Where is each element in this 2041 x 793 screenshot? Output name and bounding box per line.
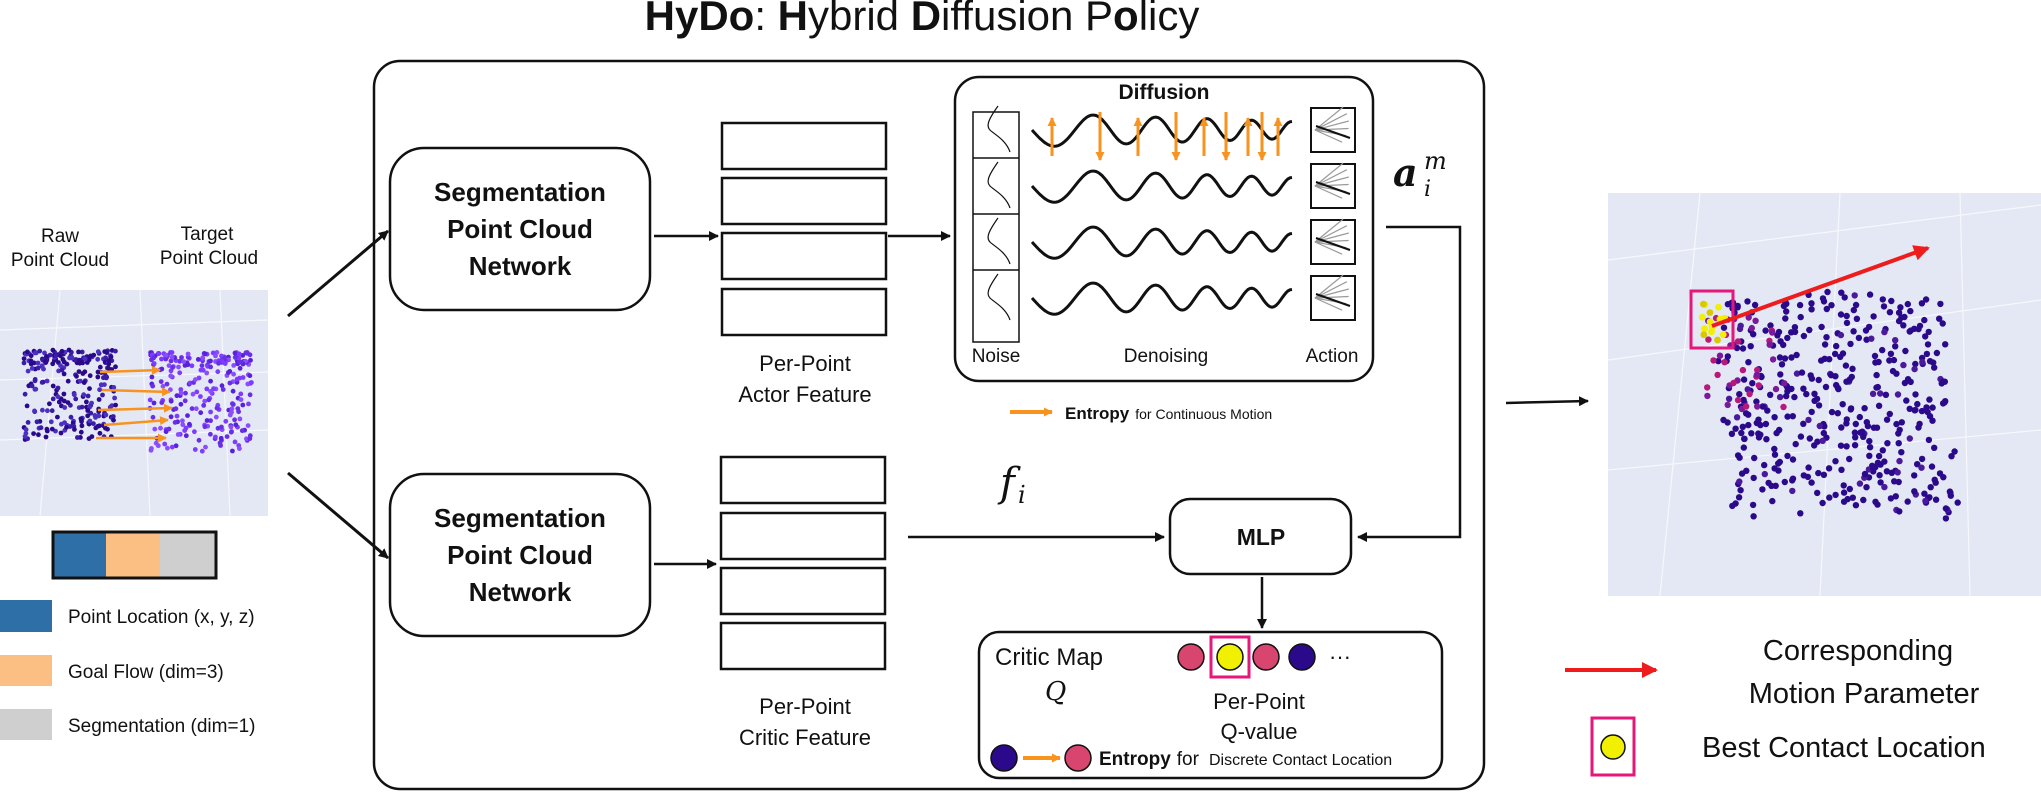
svg-text:i: i bbox=[1018, 481, 1026, 509]
svg-text:MLP: MLP bbox=[1237, 524, 1286, 550]
arrow-to-actor bbox=[287, 229, 389, 318]
legend-swatch-flow bbox=[0, 655, 52, 686]
input-feature-bar bbox=[51, 530, 218, 580]
input-legend: Point Location (x, y, z) Goal Flow (dim=… bbox=[0, 600, 255, 740]
q-dot-yellow bbox=[1216, 643, 1244, 671]
svg-text:i: i bbox=[1424, 177, 1431, 202]
actor-feature-label-1: Per-Point bbox=[759, 351, 851, 376]
raw-label-2: Point Cloud bbox=[11, 250, 109, 271]
raw-label-1: Raw bbox=[41, 226, 79, 247]
contact-box-swatch bbox=[1590, 716, 1636, 777]
svg-text:Network: Network bbox=[469, 251, 572, 281]
title-hydo: HyDo bbox=[645, 0, 755, 39]
arrow-action-to-mlp bbox=[1357, 225, 1462, 542]
action-label: Action bbox=[1306, 346, 1359, 367]
svg-text:···: ··· bbox=[1329, 644, 1351, 669]
actor-network-block: Segmentation Point Cloud Network bbox=[388, 146, 652, 312]
critic-network-block: Segmentation Point Cloud Network bbox=[388, 472, 652, 638]
svg-text:Corresponding: Corresponding bbox=[1763, 635, 1953, 667]
denoising-label: Denoising bbox=[1124, 346, 1209, 367]
diffusion-block: Diffusion Noise Denoising Action bbox=[953, 75, 1375, 383]
legend-swatch-segmentation bbox=[0, 709, 52, 740]
legend-location-label: Point Location (x, y, z) bbox=[68, 607, 255, 628]
svg-text:Motion Parameter: Motion Parameter bbox=[1749, 678, 1980, 710]
svg-text:Network: Network bbox=[469, 577, 572, 607]
mlp-block: MLP bbox=[1168, 497, 1353, 576]
svg-text:Per-Point: Per-Point bbox=[1213, 689, 1305, 714]
critic-feature-label-1: Per-Point bbox=[759, 694, 851, 719]
critic-feature-symbol: f i bbox=[997, 460, 1026, 509]
diffusion-title: Diffusion bbox=[1119, 81, 1210, 104]
critic-feature-stack bbox=[719, 455, 887, 671]
output-point-cloud-image bbox=[1607, 192, 2041, 597]
critic-map-block: Critic Map Q ··· Per-Point Q-value Entro… bbox=[977, 630, 1444, 780]
svg-text:Point Cloud: Point Cloud bbox=[447, 540, 593, 570]
diagram-title: HyDo: Hybrid Diffusion Policy bbox=[645, 0, 1200, 39]
q-symbol: Q bbox=[1045, 677, 1066, 707]
q-dot-purple bbox=[1288, 643, 1316, 671]
legend-flow-label: Goal Flow (dim=3) bbox=[68, 662, 224, 683]
svg-text:Segmentation: Segmentation bbox=[434, 177, 606, 207]
svg-text:Segmentation: Segmentation bbox=[434, 503, 606, 533]
action-symbol: a i m bbox=[1393, 147, 1447, 202]
q-dot-pink bbox=[1177, 643, 1205, 671]
svg-text:m: m bbox=[1424, 147, 1447, 175]
noise-label: Noise bbox=[972, 346, 1021, 367]
arrow-to-output bbox=[1505, 396, 1589, 407]
target-label-2: Point Cloud bbox=[160, 248, 258, 269]
actor-feature-stack bbox=[720, 121, 888, 337]
critic-map-title: Critic Map bbox=[995, 644, 1103, 671]
svg-text:Best Contact Location: Best Contact Location bbox=[1702, 732, 1986, 764]
q-dot-pink-2 bbox=[1252, 643, 1280, 671]
hydo-container bbox=[372, 59, 1486, 791]
svg-text:Q-value: Q-value bbox=[1220, 719, 1297, 744]
legend-swatch-location bbox=[0, 600, 52, 632]
critic-feature-label-2: Critic Feature bbox=[739, 725, 871, 750]
input-point-cloud-image bbox=[0, 289, 269, 517]
target-label-1: Target bbox=[181, 224, 235, 245]
svg-text:a: a bbox=[1393, 150, 1418, 195]
legend-segmentation-label: Segmentation (dim=1) bbox=[68, 716, 255, 737]
arrow-to-critic bbox=[287, 471, 389, 560]
output-legend: Corresponding Motion Parameter Best Cont… bbox=[1565, 635, 1986, 777]
svg-text:Point Cloud: Point Cloud bbox=[447, 214, 593, 244]
actor-feature-label-2: Actor Feature bbox=[738, 382, 871, 407]
q-best-box bbox=[1209, 635, 1251, 679]
